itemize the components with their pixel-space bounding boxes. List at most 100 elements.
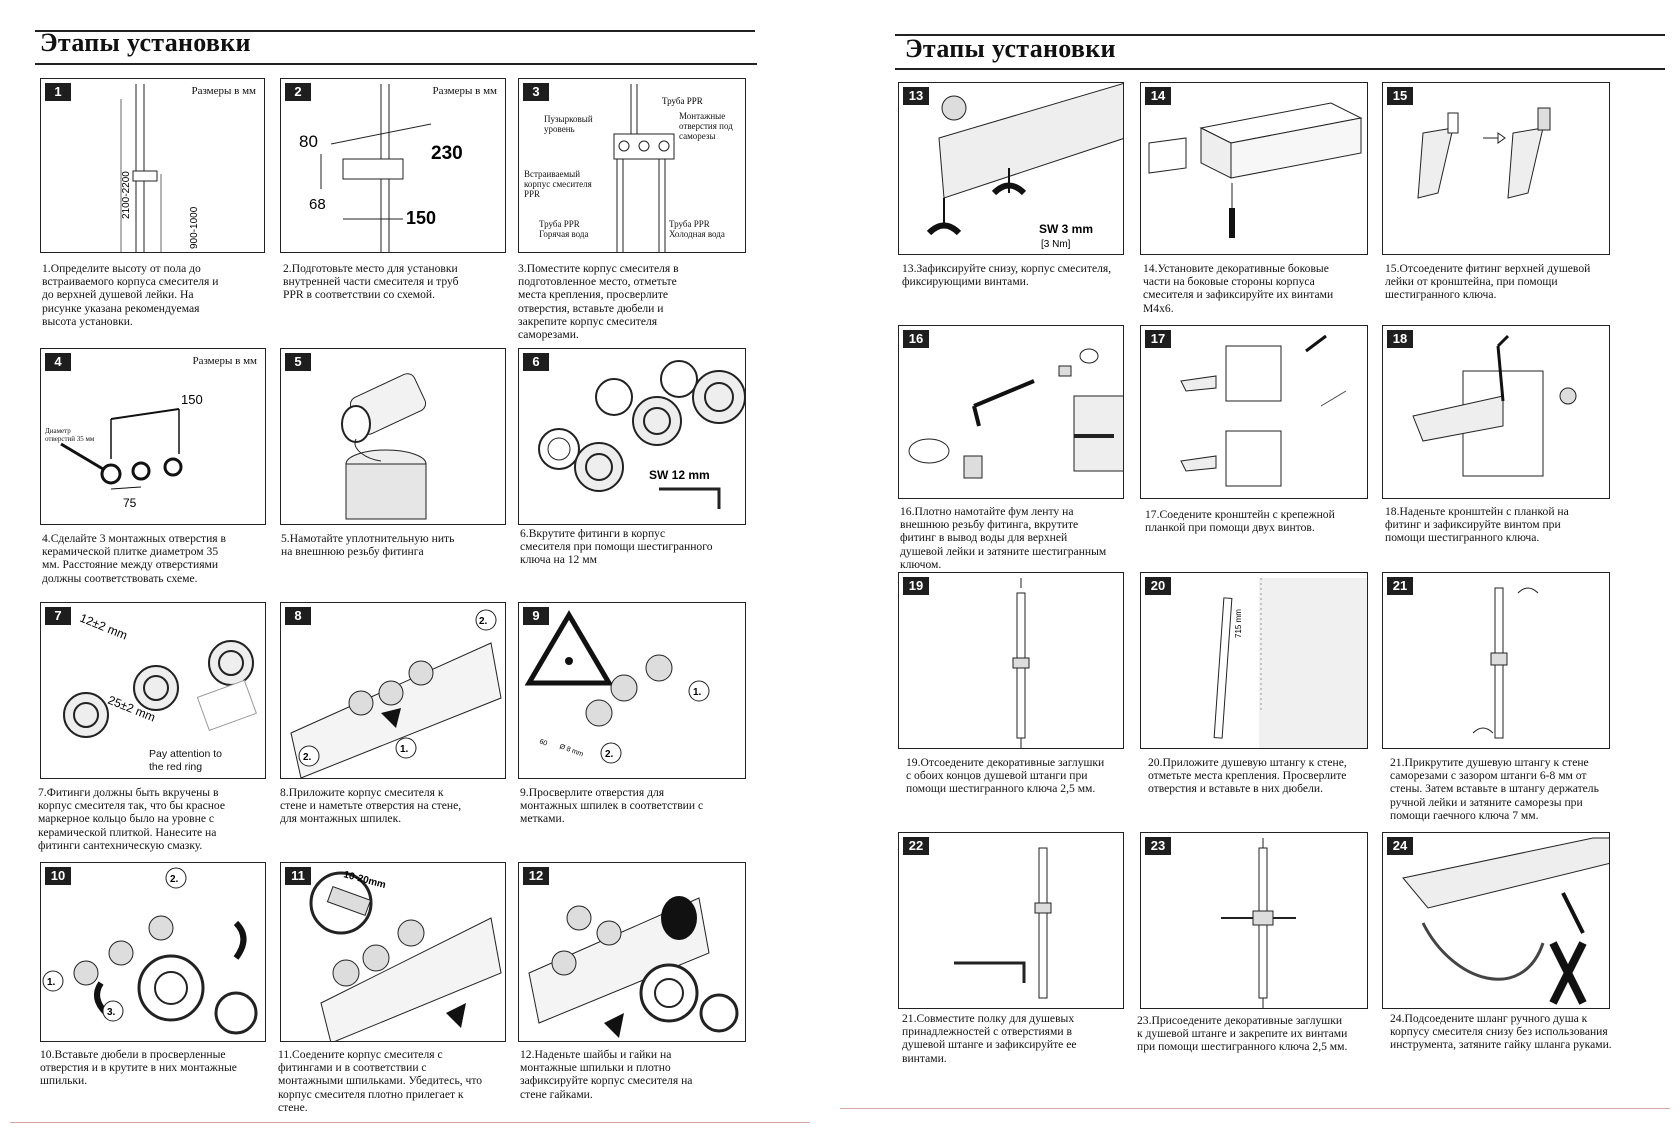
step-11-drawing: 10-20mm (309, 869, 502, 1041)
step-number: 19 (903, 577, 929, 595)
step-2-drawing: 80 230 68 150 (299, 84, 463, 252)
step-number: 7 (45, 607, 71, 625)
order-label: 3. (107, 1007, 116, 1018)
order-label: 2. (605, 749, 614, 760)
step-4-illustration: 4 Размеры в мм 150 75 Диаметр отверстий … (40, 348, 266, 525)
step-23-drawing (1221, 838, 1296, 1008)
step-21-caption: 21.Прикрутите душевую штангу к стене сам… (1390, 756, 1599, 822)
step-15-caption: 15.Отсоедените фитинг верхней душевой ле… (1385, 262, 1591, 302)
footer-rule (10, 1122, 810, 1123)
step-3-drawing: Труба PPR (613, 84, 703, 252)
step-16-drawing (908, 348, 1123, 479)
step-22-drawing (954, 847, 1052, 999)
step-number: 1 (45, 83, 71, 101)
dim-label: 150 (181, 392, 203, 407)
step-1-caption: 1.Определите высоту от пола до встраивае… (42, 262, 219, 328)
step-17-illustration: 17 (1140, 325, 1368, 499)
step-number: 10 (45, 867, 71, 885)
step-number: 2 (285, 83, 311, 101)
step-5-illustration: 5 (280, 348, 506, 525)
step-8-illustration: 8 2. 1. 2. (280, 602, 506, 779)
step-17-caption: 17.Соедените кронштейн с крепежной планк… (1145, 508, 1335, 535)
step-14-caption: 14.Установите декоративные боковые части… (1143, 262, 1334, 315)
order-label: 2. (303, 752, 312, 763)
step-number: 6 (523, 353, 549, 371)
step-2-illustration: 2 Размеры в мм 80 230 68 150 (280, 78, 506, 253)
step-23-caption: 23.Присоедените декоративные заглушки к … (1137, 1014, 1348, 1054)
step-6-illustration: 6 SW 12 mm (518, 348, 746, 525)
step-9-caption: 9.Просверлите отверстия для монтажных шп… (520, 786, 704, 826)
step-15-drawing (1417, 107, 1551, 199)
step-number: 9 (523, 607, 549, 625)
step-5-drawing (341, 373, 427, 520)
step-number: 18 (1387, 330, 1413, 348)
left-page: Этапы установки 1 Размеры в мм 2100-2200… (0, 0, 820, 1140)
page-title: Этапы установки (40, 28, 251, 57)
step-19-drawing (1012, 578, 1030, 748)
step-4-drawing: 150 75 (60, 392, 203, 510)
title-underline (35, 63, 757, 65)
order-label: 1. (693, 687, 702, 698)
part-label: Монтажные отверстия под саморезы (679, 111, 733, 141)
dim-label: 230 (431, 143, 463, 164)
step-20-caption: 20.Приложите душевую штангу к стене, отм… (1148, 756, 1347, 796)
step-8-caption: 8.Приложите корпус смесителя к стене и н… (280, 786, 462, 826)
step-number: 16 (903, 330, 929, 348)
tool-size-label: SW 3 mm (1039, 222, 1093, 236)
step-13-caption: 13.Зафиксируйте снизу, корпус смесителя,… (902, 262, 1112, 289)
part-label: Труба PPR Горячая вода (539, 219, 589, 239)
step-7-drawing: 12±2 mm 25±2 mm (63, 611, 257, 738)
part-label: Труба PPR (662, 96, 703, 106)
step-2-caption: 2.Подготовьте место для установки внутре… (283, 262, 459, 302)
height-label: 2100-2200 (121, 171, 132, 219)
step-9-drawing: 1. 2. 60 Ø 8 mm (524, 610, 710, 764)
part-label: Встраиваемый корпус смесителя PPR (524, 169, 592, 199)
title-rule (895, 34, 1665, 36)
step-number: 5 (285, 353, 311, 371)
step-24-caption: 24.Подсоедените шланг ручного душа к кор… (1390, 1012, 1612, 1052)
step-19-illustration: 19 (898, 572, 1124, 749)
step-19-caption: 19.Отсоедените декоративные заглушки с о… (906, 756, 1105, 796)
step-22-illustration: 22 (898, 832, 1124, 1009)
step-number: 21 (1387, 577, 1413, 595)
diameter-label: Диаметр отверстий 35 мм (45, 427, 95, 443)
right-page: Этапы установки 13 SW 3 mm [3 Nm] 13.Заф… (840, 0, 1680, 1140)
step-24-illustration: 24 (1382, 832, 1610, 1009)
torque-label: [3 Nm] (1041, 239, 1071, 250)
step-8-drawing: 2. 1. 2. (290, 609, 502, 778)
step-number: 4 (45, 353, 71, 371)
step-13-illustration: 13 SW 3 mm [3 Nm] (898, 82, 1124, 255)
step-number: 23 (1145, 837, 1171, 855)
step-16-illustration: 16 (898, 325, 1124, 499)
step-number: 20 (1145, 577, 1171, 595)
step-7-caption: 7.Фитинги должны быть вкручены в корпус … (38, 786, 226, 852)
step-12-illustration: 12 (518, 862, 746, 1042)
dim-label: Ø 8 mm (558, 743, 584, 758)
step-9-illustration: 9 1. 2. 60 Ø 8 mm (518, 602, 746, 779)
step-number: 17 (1145, 330, 1171, 348)
page-title: Этапы установки (905, 34, 1116, 63)
step-14-drawing (1148, 102, 1363, 238)
step-7-illustration: 7 12±2 mm 25±2 mm Pay attention to the r… (40, 602, 266, 779)
dim-label: 75 (123, 496, 137, 510)
step-1-drawing: 2100-2200 900-1000 (120, 84, 200, 252)
step-5-caption: 5.Намотайте уплотнительную нить на внешн… (281, 532, 455, 559)
step-18-illustration: 18 (1382, 325, 1610, 499)
step-3-illustration: 3 Труба PPR Пузырковый уровень Монтажные… (518, 78, 746, 253)
step-10-caption: 10.Вставьте дюбели в просверленные отвер… (40, 1048, 237, 1088)
step-6-drawing: SW 12 mm (538, 360, 745, 509)
step-21-illustration: 21 (1382, 572, 1610, 749)
dim-label: 715 mm (1234, 609, 1243, 638)
step-12-caption: 12.Наденьте шайбы и гайки на монтажные ш… (520, 1048, 693, 1101)
step-number: 13 (903, 87, 929, 105)
step-17-drawing (1180, 334, 1347, 487)
step-23-illustration: 23 (1140, 832, 1368, 1009)
step-number: 8 (285, 607, 311, 625)
dim-label: 150 (406, 208, 436, 228)
units-note: Размеры в мм (432, 85, 497, 97)
step-20-drawing: 715 mm (1213, 578, 1367, 748)
step-21-drawing (1472, 587, 1539, 739)
step-14-illustration: 14 (1140, 82, 1368, 255)
step-13-drawing: SW 3 mm [3 Nm] (926, 83, 1123, 250)
step-11-caption: 11.Соедените корпус смесителя с фитингам… (278, 1048, 483, 1114)
